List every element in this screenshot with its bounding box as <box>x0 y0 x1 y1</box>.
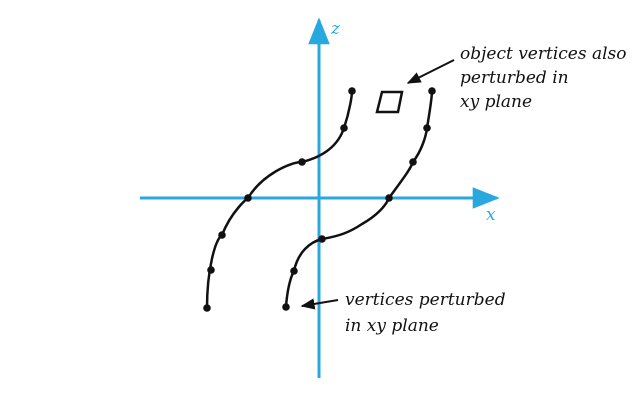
vertex-dot-icon <box>428 87 436 95</box>
axes: z x <box>140 17 500 378</box>
object-annotation-line3: xy plane <box>460 92 532 112</box>
vertices-annotation-line2: in xy plane <box>345 316 439 336</box>
vertices-arrow-icon <box>300 298 339 310</box>
left-curve <box>203 87 356 312</box>
x-axis-label: x <box>486 205 496 225</box>
object-arrow-icon <box>406 59 455 84</box>
quadrilateral-icon <box>375 90 404 114</box>
vertex-dot-icon <box>244 194 252 202</box>
vertex-dot-icon <box>385 194 393 202</box>
vertices-annotation-line1: vertices perturbed <box>345 290 506 310</box>
vertex-dot-icon <box>203 304 211 312</box>
vertices-annotation: vertices perturbed in xy plane <box>345 290 506 336</box>
vertex-dot-icon <box>207 266 215 274</box>
vertex-dot-icon <box>282 303 290 311</box>
vertex-dot-icon <box>340 124 348 132</box>
object-annotation: object vertices also perturbed in xy pla… <box>460 44 627 112</box>
right-curve <box>282 87 436 311</box>
vertex-dot-icon <box>348 87 356 95</box>
vertex-dot-icon <box>409 158 417 166</box>
vertex-dot-icon <box>298 158 306 166</box>
z-axis-label: z <box>330 19 341 39</box>
vertex-dot-icon <box>318 235 326 243</box>
object-annotation-line2: perturbed in <box>460 68 569 88</box>
vertex-dot-icon <box>423 124 431 132</box>
vertex-dot-icon <box>218 231 226 239</box>
object-annotation-line1: object vertices also <box>460 44 627 64</box>
vertex-dot-icon <box>290 267 298 275</box>
